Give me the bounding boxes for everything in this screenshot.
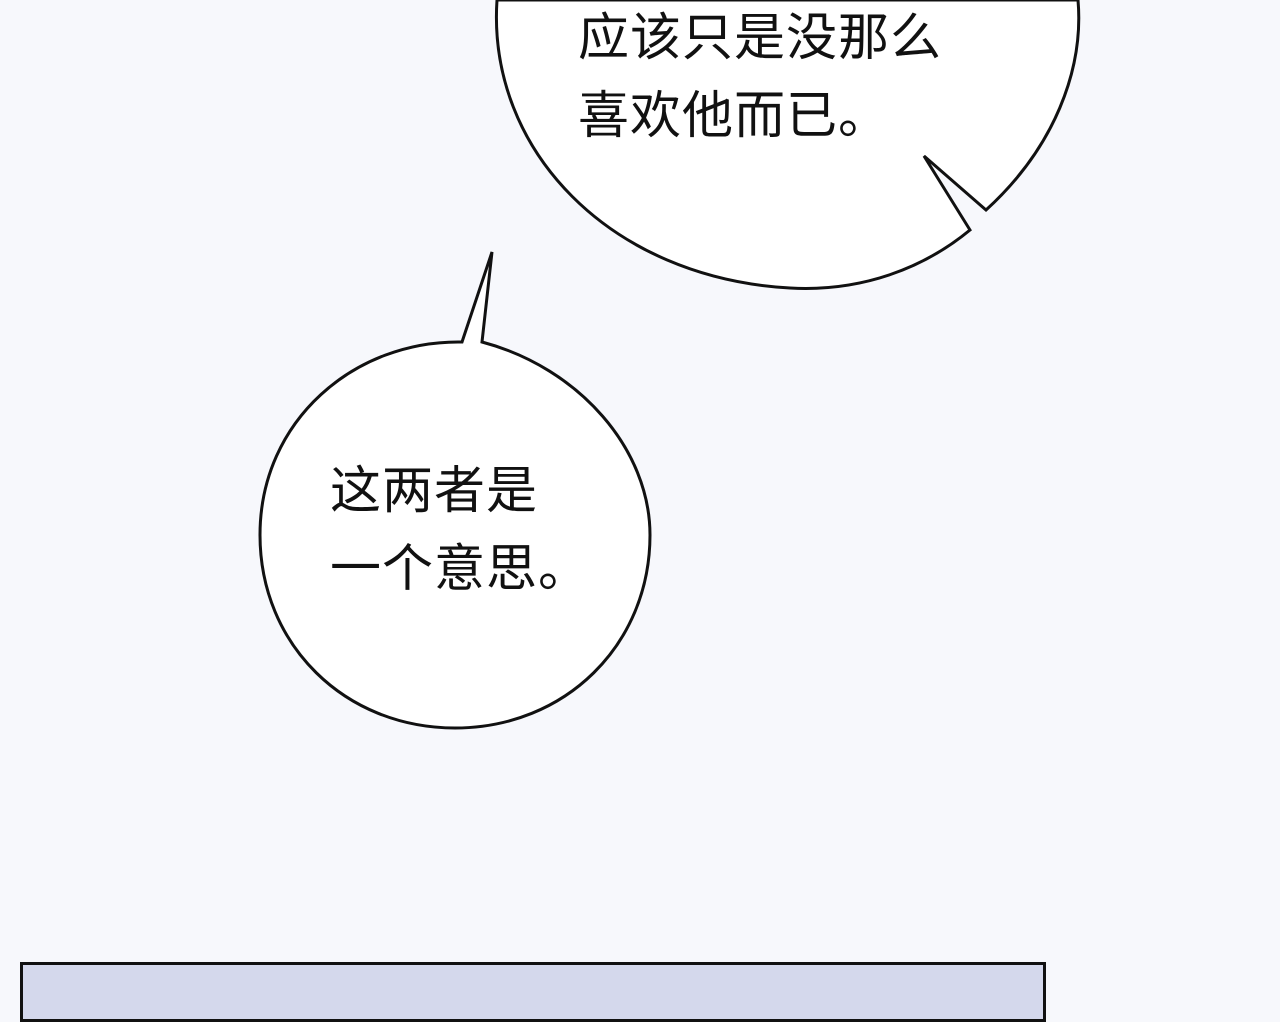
speech-line: 应该只是没那么 [578, 9, 943, 68]
next-panel-edge [20, 962, 1046, 1022]
speech-bubble-bottom [258, 251, 652, 730]
speech-bubble-top [494, 0, 1081, 290]
speech-line: 这两者是 [330, 462, 539, 521]
speech-line: 喜欢他而已。 [578, 87, 891, 146]
speech-text-top: 应该只是没那么 喜欢他而已。 [578, 0, 942, 156]
speech-line: 一个意思。 [330, 540, 591, 599]
speech-text-bottom: 这两者是 一个意思。 [330, 453, 590, 609]
comic-panel-canvas [258, 0, 1081, 730]
